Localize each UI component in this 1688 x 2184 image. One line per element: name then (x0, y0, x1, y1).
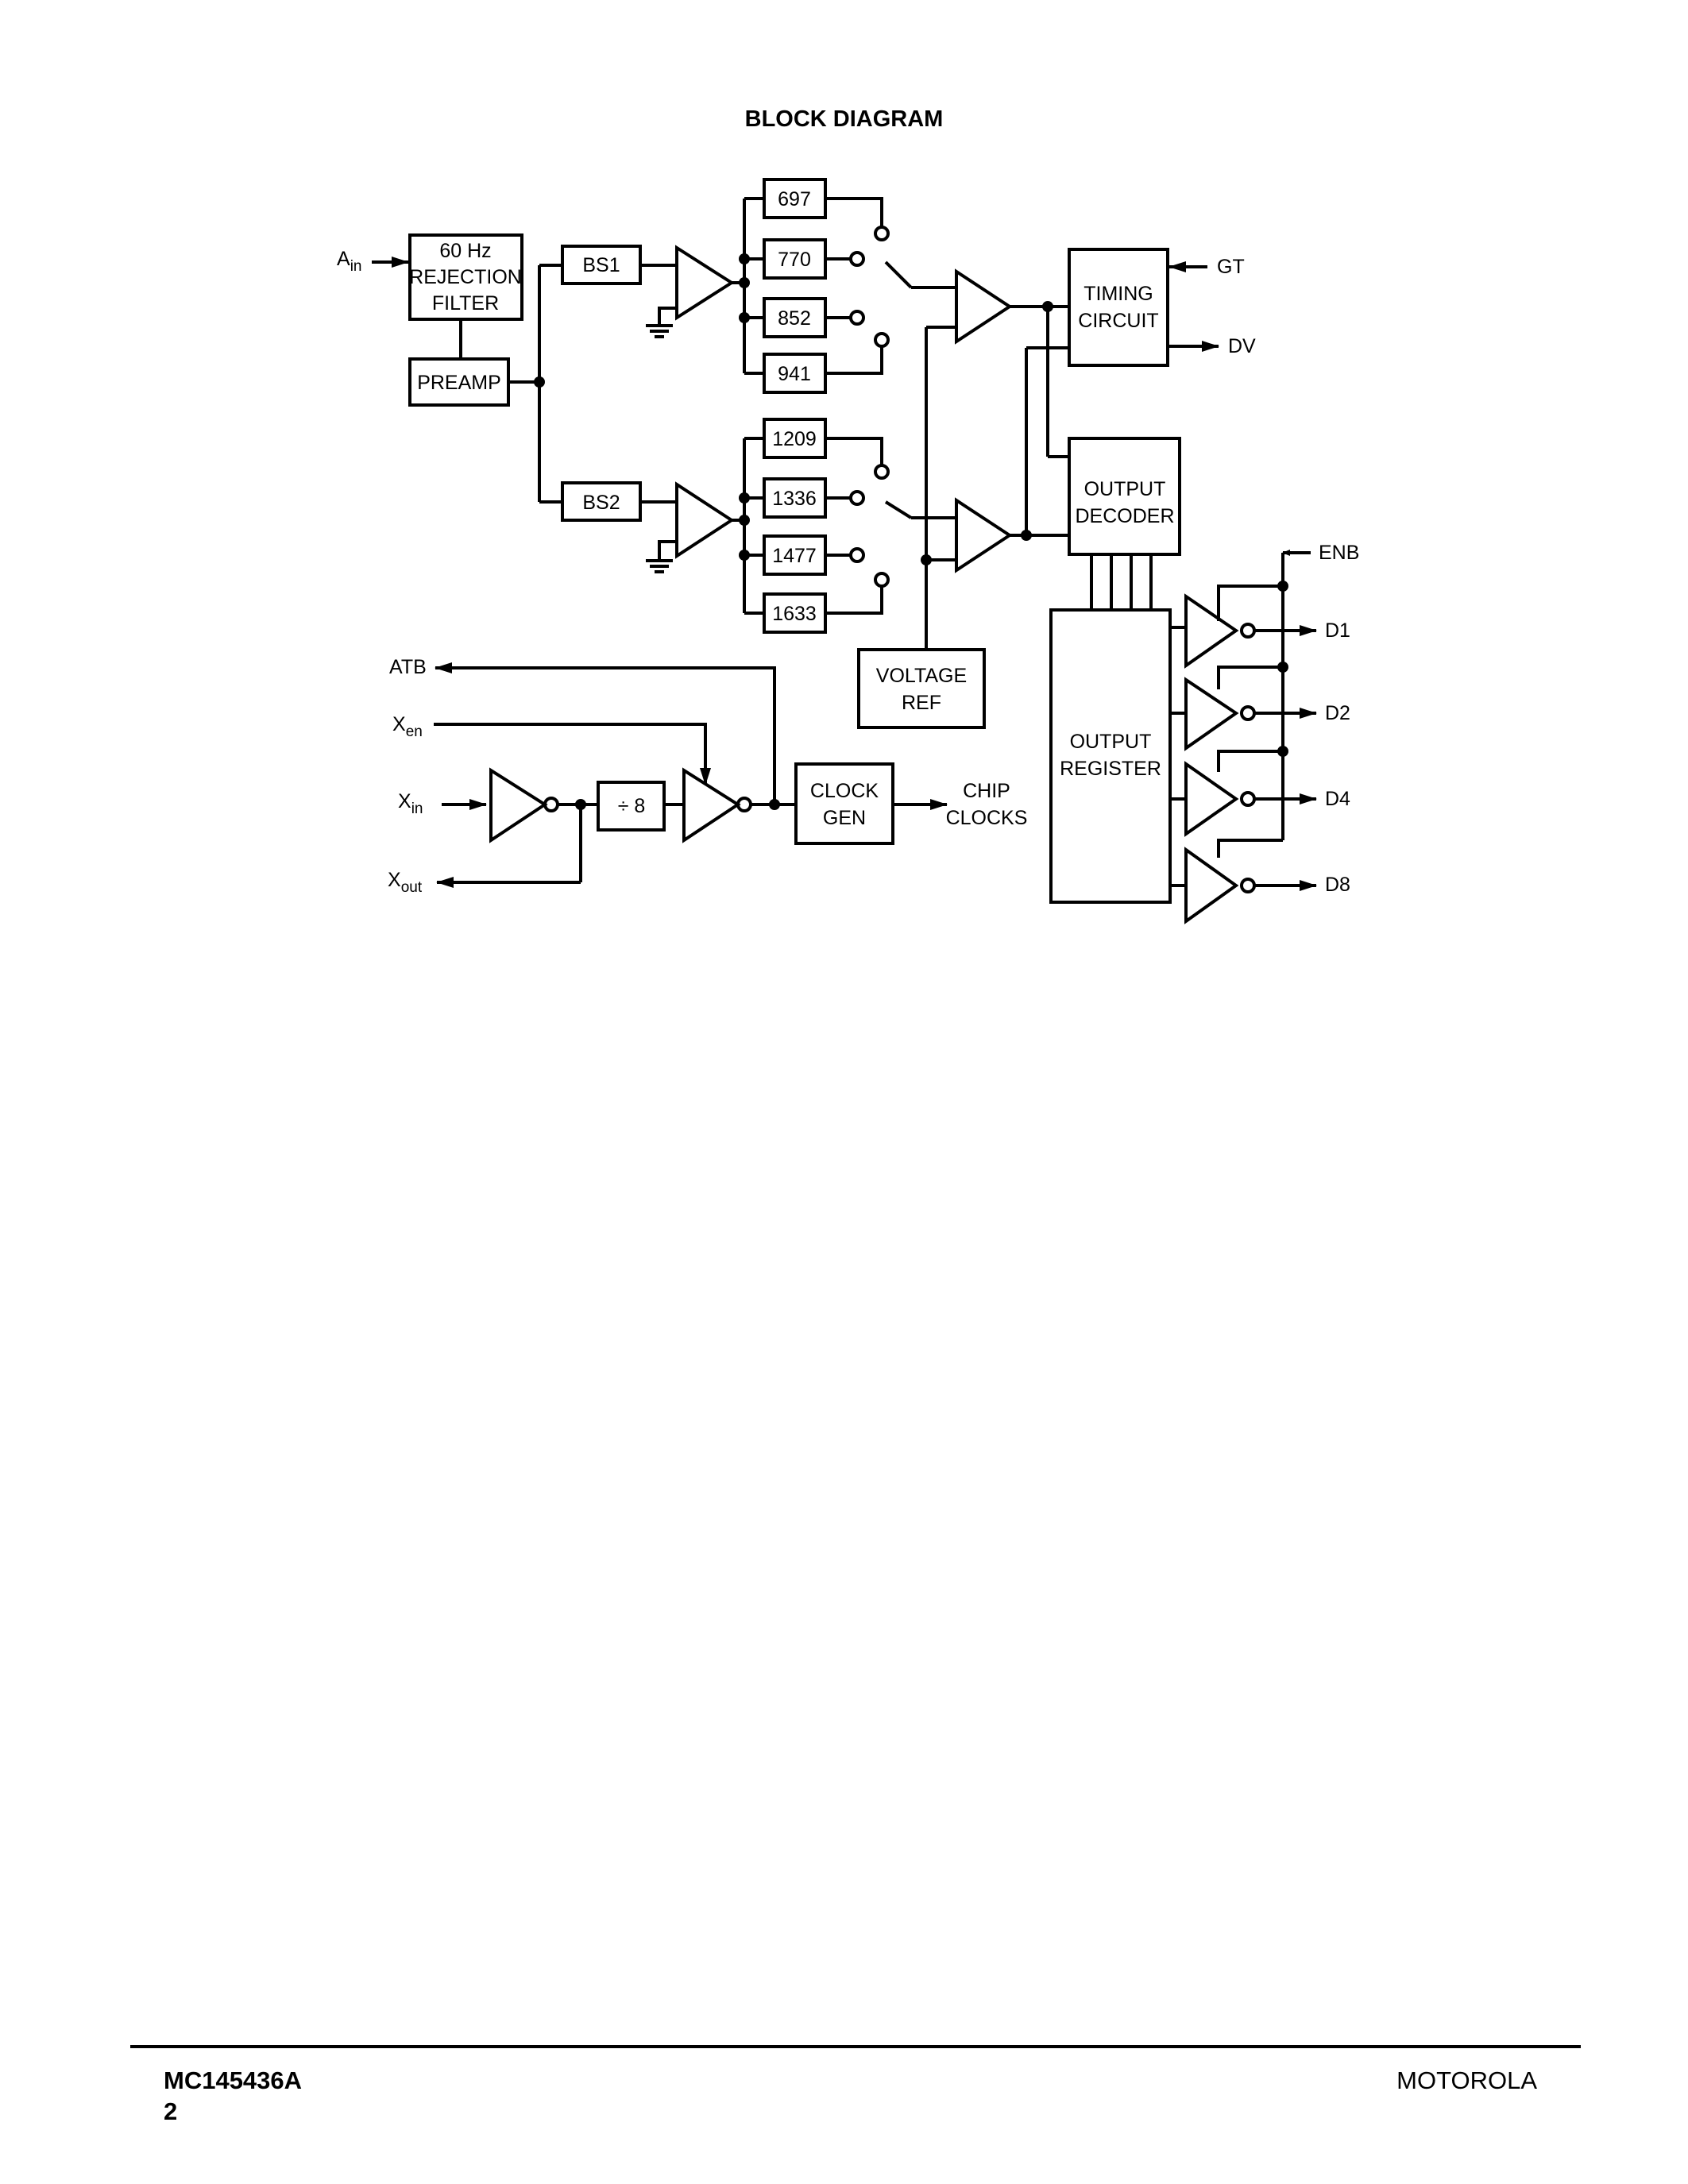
d8-label: D8 (1325, 874, 1350, 896)
chip-clocks-label: CHIP (963, 780, 1010, 802)
xen-input-line (434, 723, 711, 785)
output-register-box (1049, 608, 1172, 904)
clock-gate (682, 767, 741, 843)
low-group-amplifier (675, 245, 735, 321)
timing-circuit-label: TIMING (1083, 283, 1153, 305)
output-decoder-box (1068, 437, 1181, 556)
ground-symbol (646, 324, 673, 338)
brand-name: MOTOROLA (1396, 2066, 1537, 2094)
high-group-ground-lead (658, 540, 677, 561)
rejection-filter-box (408, 233, 523, 321)
filter-941-label: 941 (778, 363, 811, 385)
clock-gen-label: CLOCK (810, 780, 879, 802)
divide-by-8-label: ÷ 8 (618, 795, 646, 817)
rejection-filter-label: 60 Hz (439, 240, 491, 262)
high-group-comparator (955, 497, 1013, 573)
switch-contact (849, 547, 865, 563)
filter-1477-label: 1477 (772, 545, 817, 567)
voltage-ref-box (857, 648, 986, 729)
filter-1633-label: 1633 (772, 603, 817, 625)
high-group-switch-arm (884, 500, 913, 519)
output-decoder-label: DECODER (1075, 505, 1174, 527)
switch-contact (874, 332, 890, 348)
xin-label: Xin (398, 790, 423, 817)
atb-output-line (435, 662, 776, 805)
filter-1336-label: 1336 (772, 488, 817, 510)
bs2-label: BS2 (582, 492, 620, 514)
bs1-label: BS1 (582, 254, 620, 276)
switch-contact (849, 490, 865, 506)
timing-circuit-box (1068, 248, 1169, 367)
high-group-amplifier (675, 481, 735, 559)
output-decoder-label: OUTPUT (1084, 478, 1166, 500)
junction-dots (534, 253, 1288, 810)
low-group-comparator (955, 268, 1013, 345)
buffer-d1 (1184, 585, 1317, 669)
d2-label: D2 (1325, 702, 1350, 724)
chip-clocks-label: CLOCKS (946, 807, 1028, 829)
dv-label: DV (1228, 335, 1256, 357)
footer-rule (130, 2045, 1581, 2048)
atb-label: ATB (389, 656, 427, 678)
buffer-d4 (1184, 750, 1317, 837)
switch-contact (874, 226, 890, 241)
filter-697-label: 697 (778, 188, 811, 210)
page-number: 2 (164, 2097, 178, 2125)
filter-1209-label: 1209 (772, 428, 817, 450)
buffer-d8 (1184, 839, 1317, 924)
xout-label: Xout (388, 869, 423, 896)
clock-gen-box (794, 762, 894, 845)
rejection-filter-label: FILTER (432, 292, 499, 314)
oscillator-inverter (489, 767, 548, 843)
switch-contact (874, 572, 890, 588)
voltage-ref-label: VOLTAGE (876, 665, 967, 687)
page-title: BLOCK DIAGRAM (744, 106, 944, 132)
output-register-label: REGISTER (1060, 758, 1161, 780)
ground-symbol (646, 559, 673, 573)
preamp-label: PREAMP (417, 372, 501, 394)
xen-label: Xen (392, 713, 423, 740)
output-register-label: OUTPUT (1070, 731, 1152, 753)
rejection-filter-label: REJECTION (409, 266, 522, 288)
decoder-register-bus (1090, 554, 1153, 610)
d1-label: D1 (1325, 619, 1350, 642)
voltage-ref-label: REF (902, 692, 941, 714)
enb-label: ENB (1319, 542, 1359, 564)
low-group-ground-lead (658, 307, 677, 326)
buffer-d2 (1184, 666, 1317, 751)
filter-852-label: 852 (778, 307, 811, 330)
d4-label: D4 (1325, 788, 1350, 810)
low-group-switch-arm (884, 260, 913, 289)
ain-label: Ain (337, 248, 361, 275)
timing-circuit-label: CIRCUIT (1078, 310, 1158, 332)
switch-contact (849, 251, 865, 267)
gt-label: GT (1217, 256, 1245, 278)
part-number: MC145436A (164, 2066, 303, 2094)
switch-contact (874, 464, 890, 480)
filter-770-label: 770 (778, 249, 811, 271)
clock-gen-label: GEN (823, 807, 866, 829)
switch-contact (849, 310, 865, 326)
footer-left: MC145436A 2 (164, 2065, 302, 2127)
